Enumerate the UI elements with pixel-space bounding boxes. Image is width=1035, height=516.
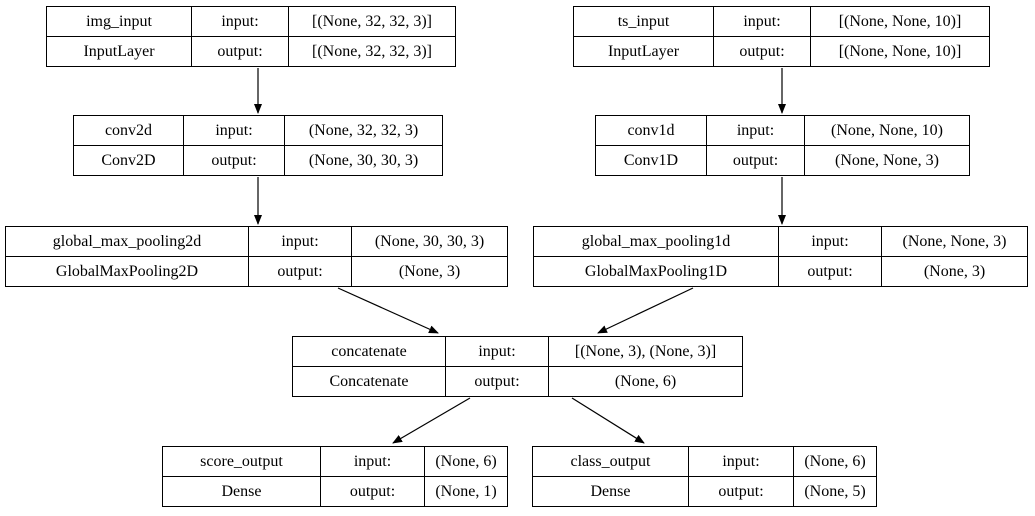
layer-type: Dense: [532, 476, 689, 507]
output-label: output:: [248, 256, 352, 287]
input-shape: [(None, None, 10)]: [810, 6, 990, 37]
input-label: input:: [191, 6, 289, 37]
input-shape: [(None, 32, 32, 3)]: [288, 6, 456, 37]
input-label: input:: [320, 446, 425, 477]
layer-type: Dense: [162, 476, 321, 507]
input-label: input:: [706, 115, 805, 146]
node-global-max-pooling1d: global_max_pooling1d input: (None, None,…: [533, 226, 1028, 287]
node-conv2d: conv2d input: (None, 32, 32, 3) Conv2D o…: [73, 115, 443, 176]
layer-type: GlobalMaxPooling1D: [533, 256, 779, 287]
layer-name: conv1d: [595, 115, 707, 146]
input-shape: (None, 30, 30, 3): [351, 226, 508, 257]
output-label: output:: [688, 476, 794, 507]
output-shape: (None, 3): [881, 256, 1028, 287]
layer-type: GlobalMaxPooling2D: [5, 256, 249, 287]
layer-type: InputLayer: [46, 36, 192, 67]
output-shape: [(None, None, 10)]: [810, 36, 990, 67]
output-label: output:: [713, 36, 811, 67]
output-label: output:: [445, 366, 549, 397]
input-shape: (None, None, 3): [881, 226, 1028, 257]
input-label: input:: [183, 115, 285, 146]
layer-name: concatenate: [292, 336, 446, 367]
output-shape: [(None, 32, 32, 3)]: [288, 36, 456, 67]
layer-name: class_output: [532, 446, 689, 477]
input-label: input:: [445, 336, 549, 367]
layer-name: global_max_pooling2d: [5, 226, 249, 257]
layer-type: Conv1D: [595, 145, 707, 176]
output-label: output:: [320, 476, 425, 507]
node-score-output: score_output input: (None, 6) Dense outp…: [162, 446, 508, 507]
layer-type: Conv2D: [73, 145, 184, 176]
layer-type: InputLayer: [573, 36, 714, 67]
layer-name: img_input: [46, 6, 192, 37]
input-label: input:: [778, 226, 882, 257]
output-label: output:: [706, 145, 805, 176]
input-label: input:: [713, 6, 811, 37]
node-ts-input: ts_input input: [(None, None, 10)] Input…: [573, 6, 990, 67]
node-class-output: class_output input: (None, 6) Dense outp…: [532, 446, 877, 507]
output-shape: (None, 3): [351, 256, 508, 287]
edge-concatenate-score_output: [392, 397, 471, 444]
input-label: input:: [688, 446, 794, 477]
layer-name: ts_input: [573, 6, 714, 37]
edge-global_max_pooling2d-concatenate: [337, 287, 439, 334]
edge-global_max_pooling1d-concatenate: [597, 287, 694, 334]
node-global-max-pooling2d: global_max_pooling2d input: (None, 30, 3…: [5, 226, 508, 287]
layer-name: conv2d: [73, 115, 184, 146]
input-shape: (None, None, 10): [804, 115, 970, 146]
output-shape: (None, 5): [793, 476, 877, 507]
node-img-input: img_input input: [(None, 32, 32, 3)] Inp…: [46, 6, 456, 67]
layer-name: global_max_pooling1d: [533, 226, 779, 257]
output-label: output:: [183, 145, 285, 176]
output-shape: (None, 6): [548, 366, 743, 397]
output-shape: (None, 30, 30, 3): [284, 145, 443, 176]
node-concatenate: concatenate input: [(None, 3), (None, 3)…: [292, 336, 743, 397]
layer-name: score_output: [162, 446, 321, 477]
input-shape: (None, 32, 32, 3): [284, 115, 443, 146]
input-shape: (None, 6): [793, 446, 877, 477]
input-label: input:: [248, 226, 352, 257]
input-shape: [(None, 3), (None, 3)]: [548, 336, 743, 367]
node-conv1d: conv1d input: (None, None, 10) Conv1D ou…: [595, 115, 970, 176]
input-shape: (None, 6): [424, 446, 508, 477]
output-label: output:: [778, 256, 882, 287]
layer-type: Concatenate: [292, 366, 446, 397]
output-label: output:: [191, 36, 289, 67]
output-shape: (None, None, 3): [804, 145, 970, 176]
output-shape: (None, 1): [424, 476, 508, 507]
edge-concatenate-class_output: [571, 397, 645, 444]
